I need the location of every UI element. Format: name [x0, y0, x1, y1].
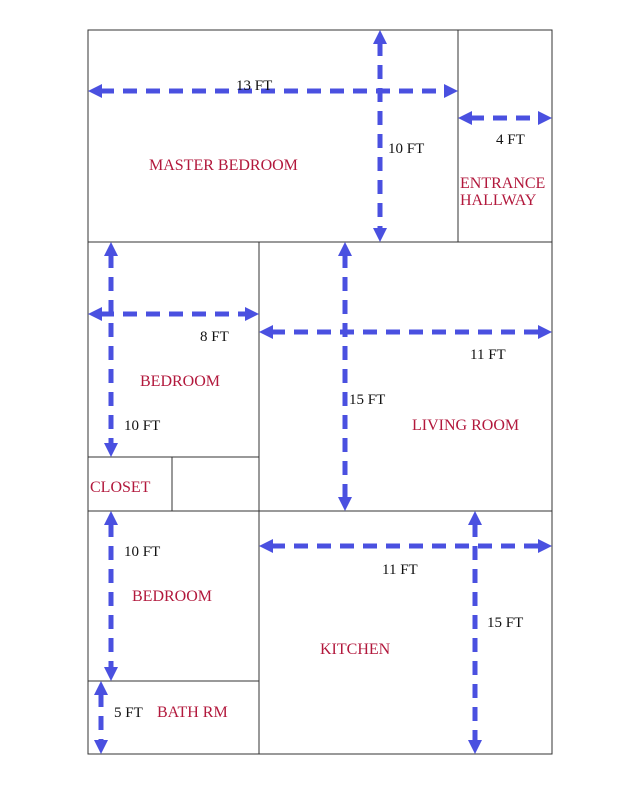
- dim-label-living-width: 11 FT: [470, 347, 506, 363]
- arrow-master-width: [88, 84, 458, 98]
- outer-wall: [87, 29, 553, 755]
- dim-label-kitchen-width: 11 FT: [382, 562, 418, 578]
- label-kitchen: KITCHEN: [320, 641, 391, 658]
- walls: [87, 29, 553, 755]
- label-bath-room: BATH RM: [157, 704, 228, 721]
- dim-label-kitchen-height: 15 FT: [487, 615, 523, 631]
- arrow-master-height: [373, 30, 387, 242]
- arrow-entrance-width: [458, 111, 552, 125]
- dimension-labels: 13 FT 10 FT 4 FT 8 FT 10 FT 11 FT 15 FT …: [114, 78, 525, 721]
- label-bedroom-upper: BEDROOM: [140, 373, 220, 390]
- dim-label-entrance-width: 4 FT: [496, 132, 525, 148]
- room-labels: MASTER BEDROOM ENTRANCE HALLWAY BEDROOM …: [90, 157, 545, 721]
- dim-label-living-height: 15 FT: [349, 392, 385, 408]
- dim-label-bedroom-lower-height: 10 FT: [124, 544, 160, 560]
- dim-label-bedroom-upper-height: 10 FT: [124, 418, 160, 434]
- label-entrance-line2: HALLWAY: [460, 192, 537, 209]
- arrow-kitchen-height: [468, 511, 482, 754]
- dim-label-bedroom-upper-width: 8 FT: [200, 329, 229, 345]
- arrow-bedroom-upper-width: [88, 307, 259, 321]
- label-entrance-line1: ENTRANCE: [460, 175, 545, 192]
- arrow-living-width: [259, 325, 552, 339]
- arrow-kitchen-width: [259, 539, 552, 553]
- arrow-bath-height: [94, 681, 108, 754]
- label-master-bedroom: MASTER BEDROOM: [149, 157, 298, 174]
- arrow-living-height: [338, 242, 352, 511]
- label-closet: CLOSET: [90, 479, 151, 496]
- dim-label-master-height: 10 FT: [388, 141, 424, 157]
- label-living-room: LIVING ROOM: [412, 417, 519, 434]
- arrow-bedroom-lower-height: [104, 511, 118, 681]
- dim-label-master-width: 13 FT: [236, 78, 272, 94]
- dim-label-bath-height: 5 FT: [114, 705, 143, 721]
- dimension-arrows: [88, 30, 552, 754]
- label-bedroom-lower: BEDROOM: [132, 588, 212, 605]
- arrow-bedroom-upper-height: [104, 242, 118, 457]
